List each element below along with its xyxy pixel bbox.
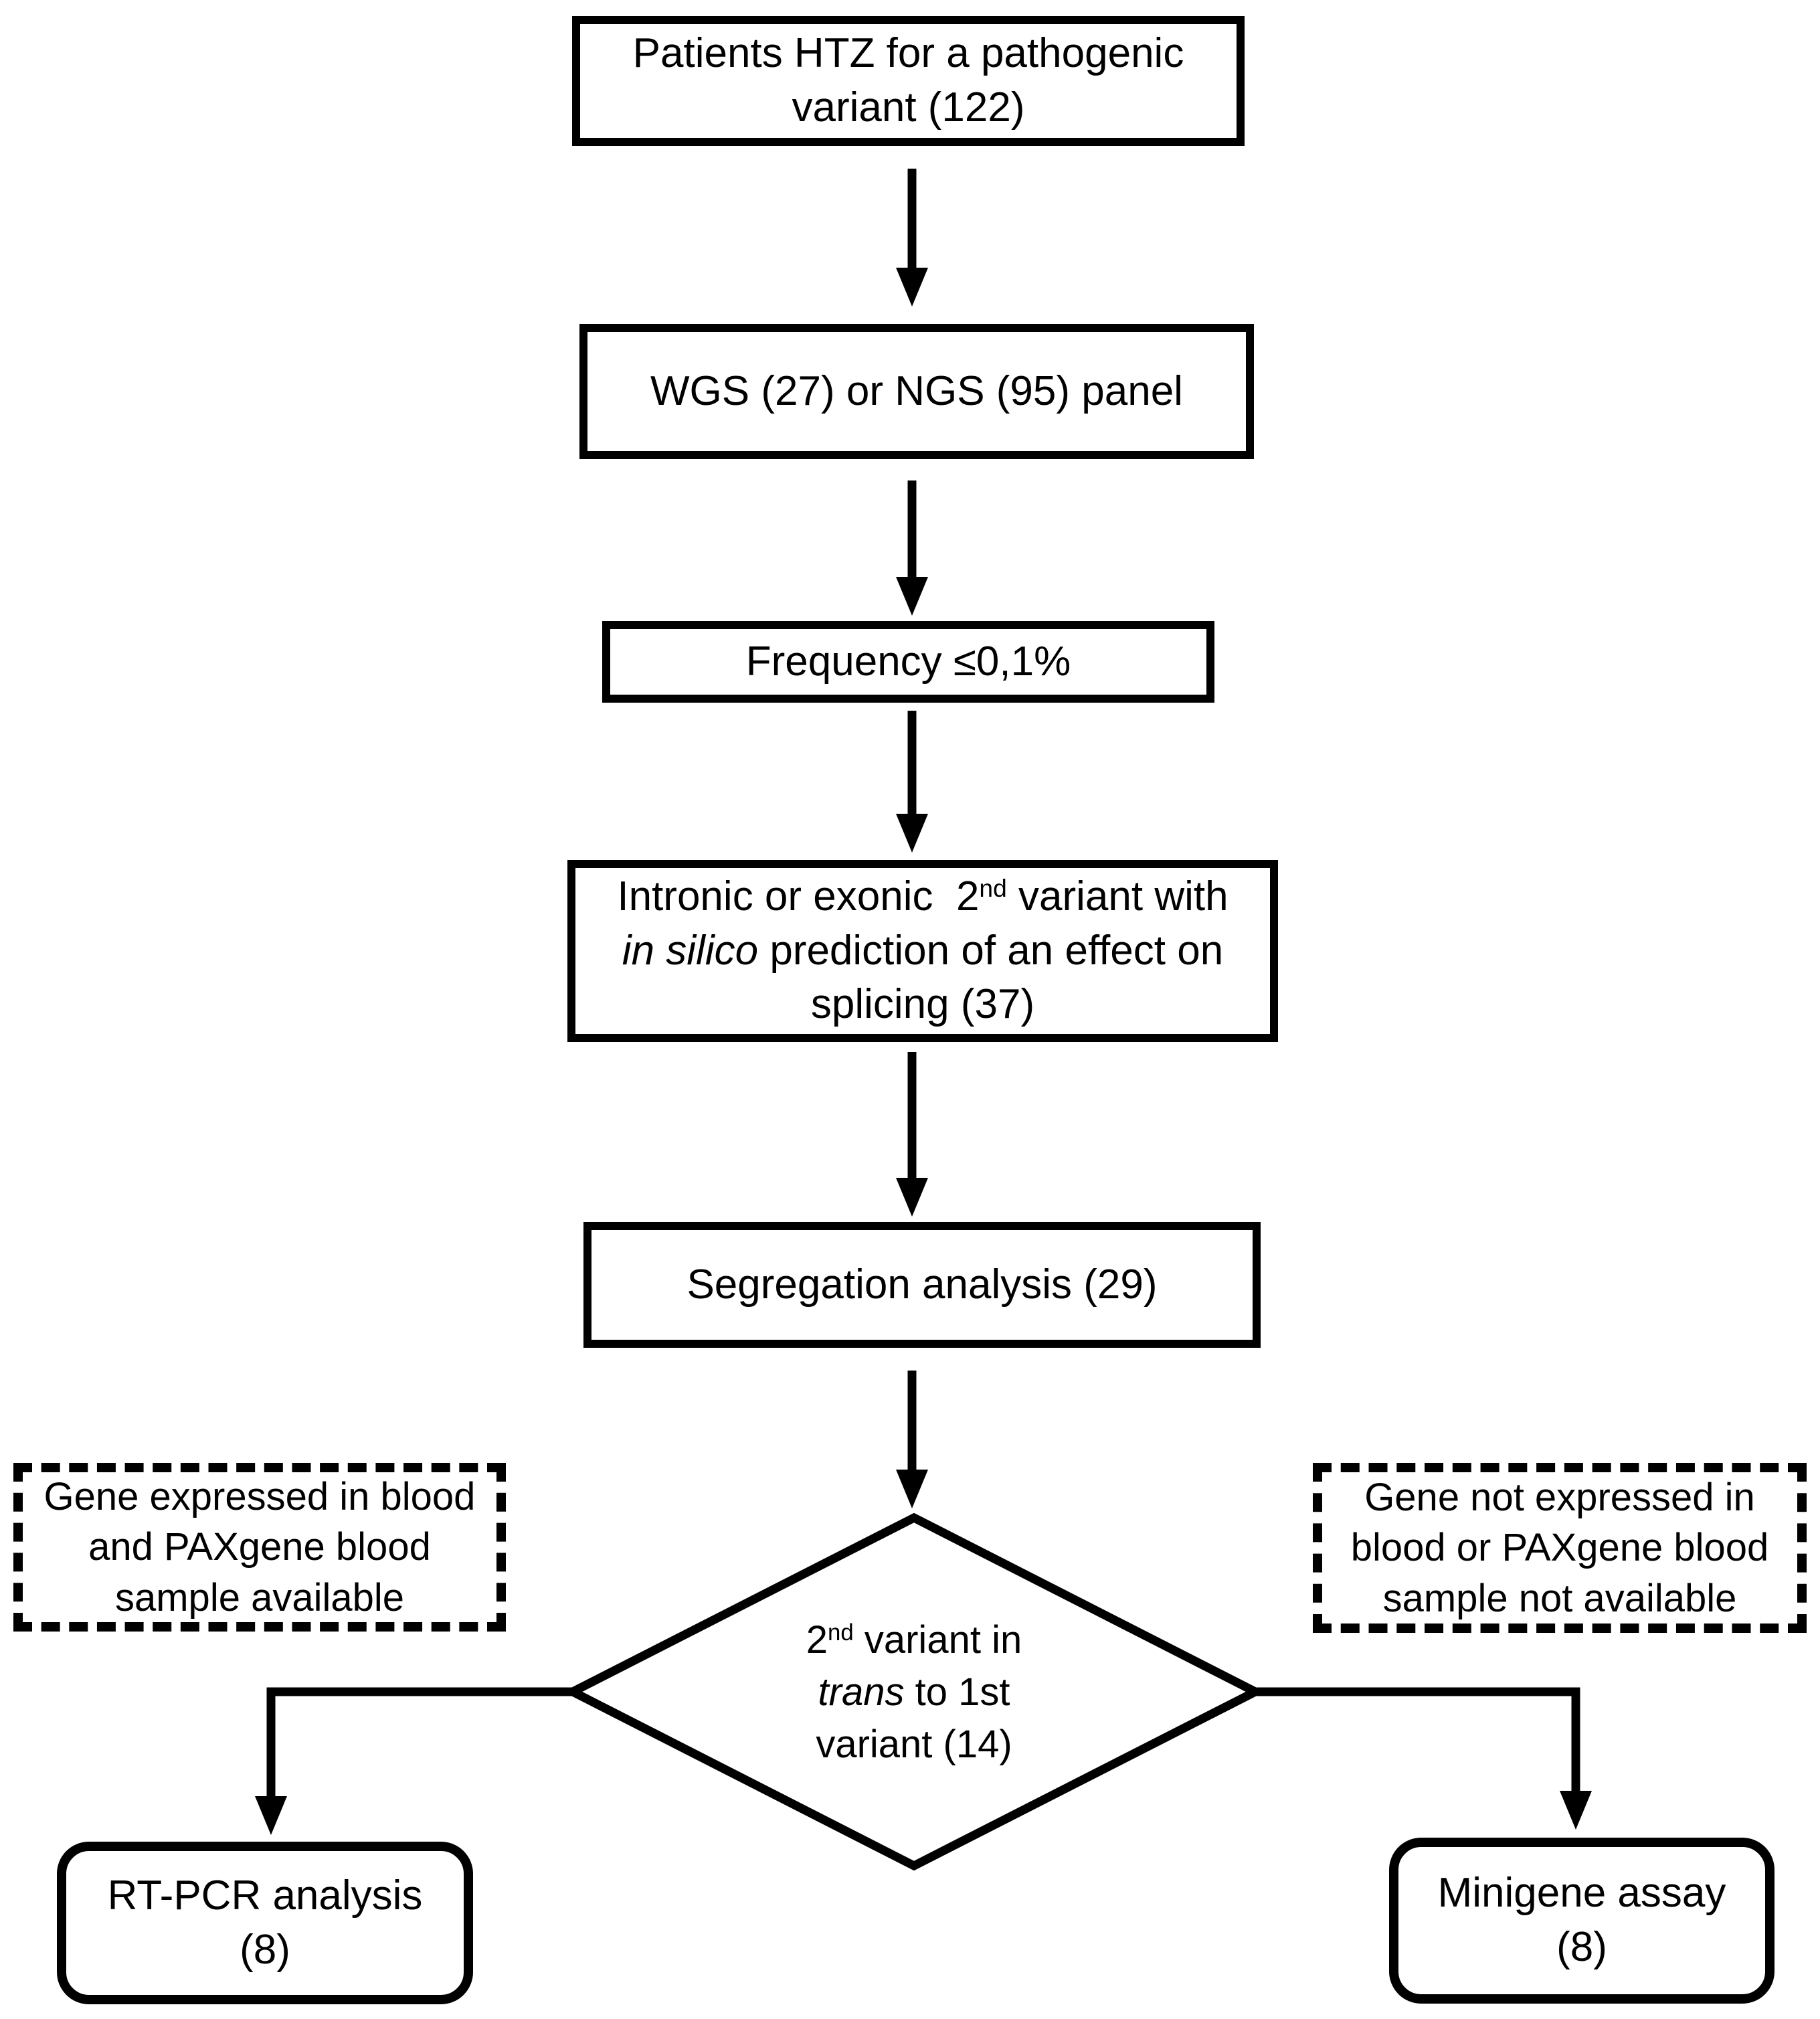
node-panel: WGS (27) or NGS (95) panel — [579, 324, 1254, 459]
annotation-gene-not-expressed: Gene not expressed in blood or PAXgene b… — [1313, 1463, 1807, 1633]
connector-line — [1251, 1687, 1580, 1793]
node-intronic-line2: in silico prediction of an effect on — [622, 924, 1223, 978]
arrowhead-icon — [896, 1178, 928, 1217]
node-decision-text: 2nd variant in trans to 1st variant (14) — [700, 1599, 1128, 1785]
arrow-panel-to-frequency — [896, 480, 928, 616]
annotation-gene-not-expressed-line1: Gene not expressed in — [1364, 1475, 1755, 1519]
node-intronic-italic: in silico — [622, 927, 759, 974]
node-rtpcr-line2: (8) — [240, 1926, 290, 1973]
decision-italic: trans — [818, 1670, 905, 1715]
annotation-gene-expressed-line2: and PAXgene blood — [88, 1525, 431, 1569]
annotation-gene-not-expressed-line2: blood or PAXgene blood — [1350, 1526, 1769, 1570]
node-frequency-label: Frequency ≤0,1% — [745, 638, 1071, 685]
decision-diamond-shape — [563, 1512, 1265, 1871]
node-intronic-line2-tail: prediction of an effect on — [758, 927, 1224, 974]
node-segregation: Segregation analysis (29) — [583, 1222, 1261, 1348]
arrowhead-icon — [896, 268, 928, 306]
node-minigene-line1: Minigene assay — [1437, 1870, 1726, 1917]
node-intronic: Intronic or exonic 2nd variant with in s… — [567, 860, 1278, 1042]
connector-decision-to-rtpcr — [255, 1687, 577, 1835]
node-rtpcr: RT-PCR analysis (8) — [57, 1842, 473, 2004]
arrowhead-icon — [255, 1796, 287, 1835]
node-intronic-line1: Intronic or exonic 2nd variant with — [617, 870, 1228, 924]
arrowhead-icon — [896, 814, 928, 853]
node-intronic-line3: splicing (37) — [810, 981, 1035, 1028]
arrow-segregation-to-decision — [896, 1371, 928, 1508]
arrow-frequency-to-intronic — [896, 711, 928, 853]
node-rtpcr-line1: RT-PCR analysis — [107, 1872, 423, 1919]
node-minigene-line2: (8) — [1556, 1924, 1607, 1970]
annotation-gene-expressed-line1: Gene expressed in blood — [43, 1474, 476, 1518]
annotation-gene-expressed-line3: sample available — [114, 1575, 405, 1619]
connector-decision-to-minigene — [1251, 1687, 1592, 1830]
annotation-gene-not-expressed-line3: sample not available — [1382, 1576, 1737, 1620]
node-patients-line2: variant (122) — [792, 84, 1025, 130]
arrowhead-icon — [1560, 1791, 1592, 1830]
node-intronic-line1-text: Intronic or exonic 2 — [617, 873, 980, 920]
decision-line1: 2nd variant in — [806, 1614, 1022, 1666]
arrowhead-icon — [896, 577, 928, 616]
node-panel-label: WGS (27) or NGS (95) panel — [650, 367, 1183, 414]
node-segregation-label: Segregation analysis (29) — [687, 1261, 1158, 1308]
decision-superscript: nd — [828, 1619, 854, 1646]
arrowhead-icon — [896, 1470, 928, 1508]
decision-line2: trans to 1st — [818, 1666, 1010, 1719]
decision-line3: variant (14) — [816, 1722, 1012, 1766]
decision-line2-tail: to 1st — [904, 1670, 1010, 1715]
annotation-gene-expressed: Gene expressed in blood and PAXgene bloo… — [13, 1463, 506, 1632]
decision-line1-tail: variant in — [853, 1618, 1022, 1662]
node-intronic-superscript: nd — [979, 873, 1007, 902]
node-intronic-line1-tail: variant with — [1006, 873, 1228, 920]
decision-line1-text: 2 — [806, 1618, 828, 1662]
node-frequency: Frequency ≤0,1% — [602, 621, 1214, 703]
arrow-patients-to-panel — [896, 169, 928, 306]
node-minigene: Minigene assay (8) — [1389, 1838, 1774, 2004]
node-patients: Patients HTZ for a pathogenic variant (1… — [572, 16, 1245, 146]
connector-line — [266, 1687, 577, 1799]
node-patients-line1: Patients HTZ for a pathogenic — [632, 30, 1184, 77]
arrow-intronic-to-segregation — [896, 1052, 928, 1217]
